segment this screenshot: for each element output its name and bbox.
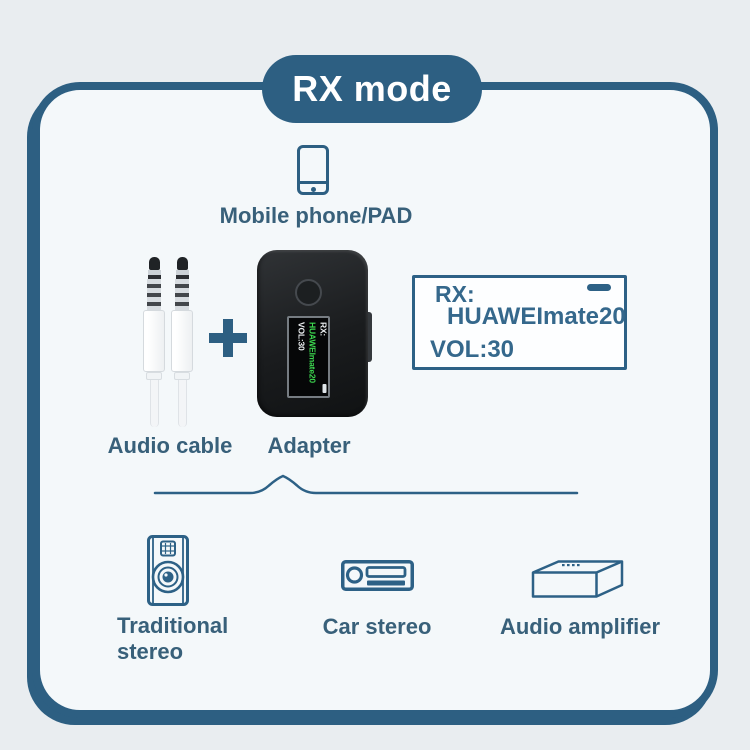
jack-step — [174, 372, 190, 380]
source-device-label: Mobile phone/PAD — [219, 203, 413, 228]
output-label-traditional-stereo: Traditional stereo — [117, 613, 229, 664]
plus-vertical-bar — [223, 319, 233, 357]
callout-mode-text: RX: — [435, 281, 475, 307]
smartphone-icon — [297, 145, 329, 195]
jack-ring-dark — [147, 275, 161, 279]
output-label-audio-amplifier: Audio amplifier — [499, 614, 661, 639]
audio-cable-label: Audio cable — [107, 433, 233, 458]
oled-mode-text: RX: — [318, 322, 328, 337]
brace-divider — [153, 474, 579, 495]
rx-mode-badge: RX mode — [262, 55, 482, 123]
amplifier-icon — [531, 560, 624, 598]
output-label-car-stereo: Car stereo — [322, 614, 432, 639]
oled-volume-text: VOL:30 — [296, 322, 306, 351]
smartphone-home-dot — [310, 186, 316, 192]
plus-icon — [209, 319, 247, 357]
screen-readout-callout: RX: HUAWEImate20 VOL:30 — [412, 275, 627, 370]
jack-ring — [147, 270, 161, 275]
rx-mode-title: RX mode — [292, 68, 452, 109]
adapter-label: Adapter — [267, 433, 351, 458]
jack-shaft — [175, 279, 189, 310]
callout-device-text: HUAWEImate20 — [447, 303, 626, 330]
battery-icon — [587, 284, 611, 291]
jack-ring-dark — [175, 275, 189, 279]
smartphone-home-bar — [300, 181, 326, 184]
jack-cable — [149, 380, 159, 427]
adapter-round-button — [295, 279, 322, 306]
jack-shaft — [147, 279, 161, 310]
battery-icon — [322, 384, 326, 393]
jack-tip — [176, 257, 188, 270]
jack-tip — [148, 257, 160, 270]
oled-screen-content: RX: HUAWEImate20 VOL:30 — [289, 320, 328, 394]
jack-cable — [177, 380, 187, 427]
jack-step — [146, 372, 162, 380]
audio-jack-icon — [143, 257, 165, 427]
adapter-oled-screen: RX: HUAWEImate20 VOL:30 — [287, 316, 330, 398]
jack-barrel — [171, 310, 193, 372]
audio-jack-icon — [171, 257, 193, 427]
jack-ring — [175, 270, 189, 275]
adapter-side-button — [366, 312, 372, 362]
callout-volume-text: VOL:30 — [430, 336, 515, 363]
car-stereo-icon — [341, 560, 414, 591]
oled-device-text: HUAWEImate20 — [307, 322, 317, 383]
jack-barrel — [143, 310, 165, 372]
speaker-icon — [147, 535, 189, 606]
